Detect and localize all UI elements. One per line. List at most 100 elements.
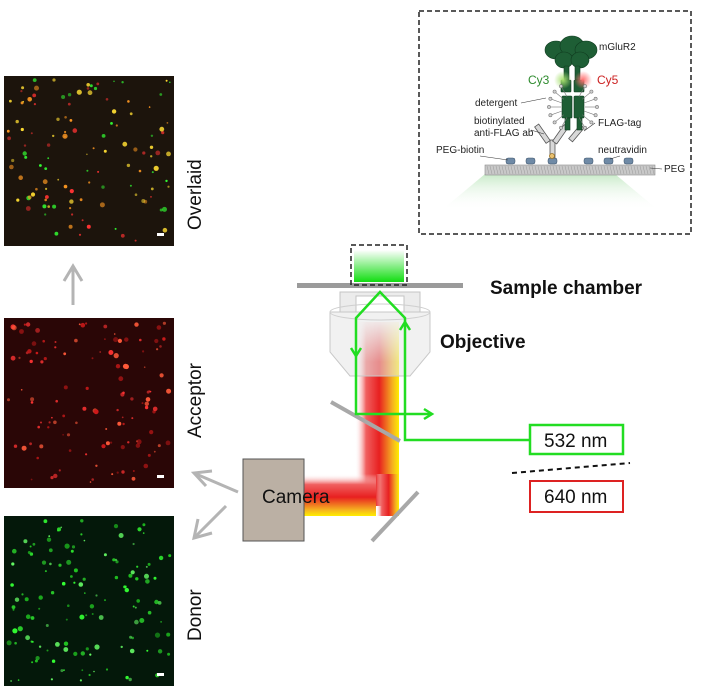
fluorescent-spot bbox=[74, 338, 78, 343]
fluorescent-spot bbox=[42, 204, 47, 209]
fluorescent-spot bbox=[136, 565, 139, 568]
fluorescent-spot bbox=[12, 548, 17, 554]
fluorescent-spot bbox=[6, 129, 10, 133]
fluorescent-spot bbox=[116, 408, 119, 412]
dichroic-mirror bbox=[330, 400, 401, 443]
laser-switch-line bbox=[511, 462, 631, 474]
fluorescent-spot bbox=[118, 376, 124, 382]
fluorescent-spot bbox=[44, 570, 47, 573]
fluorescent-spot bbox=[147, 453, 151, 457]
camera-arrow-donor bbox=[192, 504, 228, 541]
fluorescent-spot bbox=[145, 565, 148, 568]
fluorescent-spot bbox=[32, 93, 37, 98]
fluorescent-spot bbox=[52, 78, 56, 82]
fluorescent-spot bbox=[93, 86, 98, 91]
fluorescent-spot bbox=[136, 439, 142, 445]
fluorescent-spot bbox=[105, 98, 109, 101]
fluorescent-spot bbox=[63, 385, 68, 390]
fluorescent-spot bbox=[158, 555, 164, 561]
fluorescent-spot bbox=[122, 141, 128, 147]
fluorescent-spot bbox=[82, 406, 87, 411]
fluorescent-spot bbox=[63, 647, 69, 652]
fluorescent-spot bbox=[89, 481, 92, 483]
camera-arrow-acceptor bbox=[190, 469, 239, 494]
fluorescent-spot bbox=[9, 99, 12, 103]
fluorescent-spot bbox=[114, 227, 117, 230]
fluorescent-spot bbox=[25, 322, 31, 327]
fluorescent-spot bbox=[32, 78, 37, 82]
fluorescent-spot bbox=[44, 198, 47, 202]
laser-532-label: 532 nm bbox=[544, 431, 607, 452]
fluorescent-spot bbox=[127, 100, 130, 103]
fluorescent-spot bbox=[63, 184, 68, 189]
fluorescent-spot bbox=[87, 90, 93, 96]
fluorescent-spot bbox=[130, 570, 135, 575]
scale-bar bbox=[157, 673, 164, 676]
fluorescent-spot bbox=[9, 164, 14, 170]
fluorescent-spot bbox=[54, 341, 57, 343]
fluorescent-spot bbox=[40, 421, 42, 424]
fluorescent-spot bbox=[113, 80, 115, 83]
fluorescent-spot bbox=[35, 328, 40, 333]
fluorescent-spot bbox=[154, 338, 159, 344]
fluorescent-spot bbox=[45, 624, 49, 627]
fluorescent-spot bbox=[36, 456, 39, 460]
fluorescent-spot bbox=[35, 656, 40, 661]
fluorescent-spot bbox=[147, 610, 152, 615]
fluorescent-spot bbox=[62, 133, 68, 139]
fluorescent-spot bbox=[139, 338, 142, 342]
fluorescent-spot bbox=[69, 119, 73, 122]
fluorescent-spot bbox=[62, 434, 64, 436]
fluorescent-spot bbox=[86, 83, 90, 87]
fluorescent-spot bbox=[93, 409, 99, 415]
fluorescent-spot bbox=[159, 208, 163, 212]
fluorescent-spot bbox=[22, 151, 27, 156]
fluorescent-spot bbox=[159, 345, 162, 348]
fluorescent-spot bbox=[85, 386, 89, 390]
fluorescent-spot bbox=[34, 85, 39, 91]
fluorescent-spot bbox=[12, 628, 18, 634]
fluorescent-spot bbox=[127, 441, 130, 444]
fluorescent-spot bbox=[143, 366, 146, 369]
fluorescent-spot bbox=[52, 134, 55, 138]
laser-532: 532 nm bbox=[528, 423, 625, 456]
fluorescent-spot bbox=[129, 635, 133, 639]
neutravidin-label: neutravidin bbox=[598, 145, 647, 156]
fluorescent-spot bbox=[56, 117, 60, 122]
fluorescent-spot bbox=[60, 669, 64, 673]
fluorescent-spot bbox=[66, 433, 71, 437]
fluorescent-spot bbox=[22, 100, 25, 103]
cy5-label: Cy5 bbox=[597, 73, 619, 87]
fluorescent-spot bbox=[10, 355, 16, 361]
fluorescent-spot bbox=[149, 145, 154, 149]
fluorescent-spot bbox=[125, 675, 129, 680]
fluorescent-spot bbox=[6, 640, 12, 646]
fluorescent-spot bbox=[84, 592, 86, 594]
fluorescent-spot bbox=[86, 224, 91, 229]
fluorescent-spot bbox=[38, 645, 42, 648]
cy3-dye bbox=[554, 71, 572, 89]
fluorescent-spot bbox=[88, 181, 91, 184]
fluorescent-spot bbox=[29, 359, 33, 364]
fluorescent-spot bbox=[85, 453, 88, 456]
fluorescent-spot bbox=[11, 158, 15, 163]
fluorescent-spot bbox=[132, 470, 135, 472]
fluorescent-spot bbox=[39, 444, 44, 449]
fluorescent-spot bbox=[31, 661, 34, 664]
fluorescent-spot bbox=[145, 579, 150, 584]
fluorescent-spot bbox=[80, 519, 84, 523]
fluorescent-spot bbox=[51, 416, 53, 419]
fluorescent-spot bbox=[91, 478, 94, 481]
fluorescent-spot bbox=[131, 417, 134, 420]
fluorescent-spot bbox=[153, 576, 157, 580]
fluorescent-spot bbox=[17, 679, 20, 681]
fluorescent-spot bbox=[46, 143, 51, 147]
fluorescent-spot bbox=[73, 568, 78, 573]
fluorescent-spot bbox=[116, 471, 119, 474]
sample-excitation bbox=[354, 250, 404, 282]
fluorescent-spot bbox=[130, 397, 134, 401]
fluorescent-spot bbox=[67, 604, 70, 607]
cy5-dye bbox=[574, 71, 592, 89]
fluorescent-spot bbox=[29, 442, 32, 446]
